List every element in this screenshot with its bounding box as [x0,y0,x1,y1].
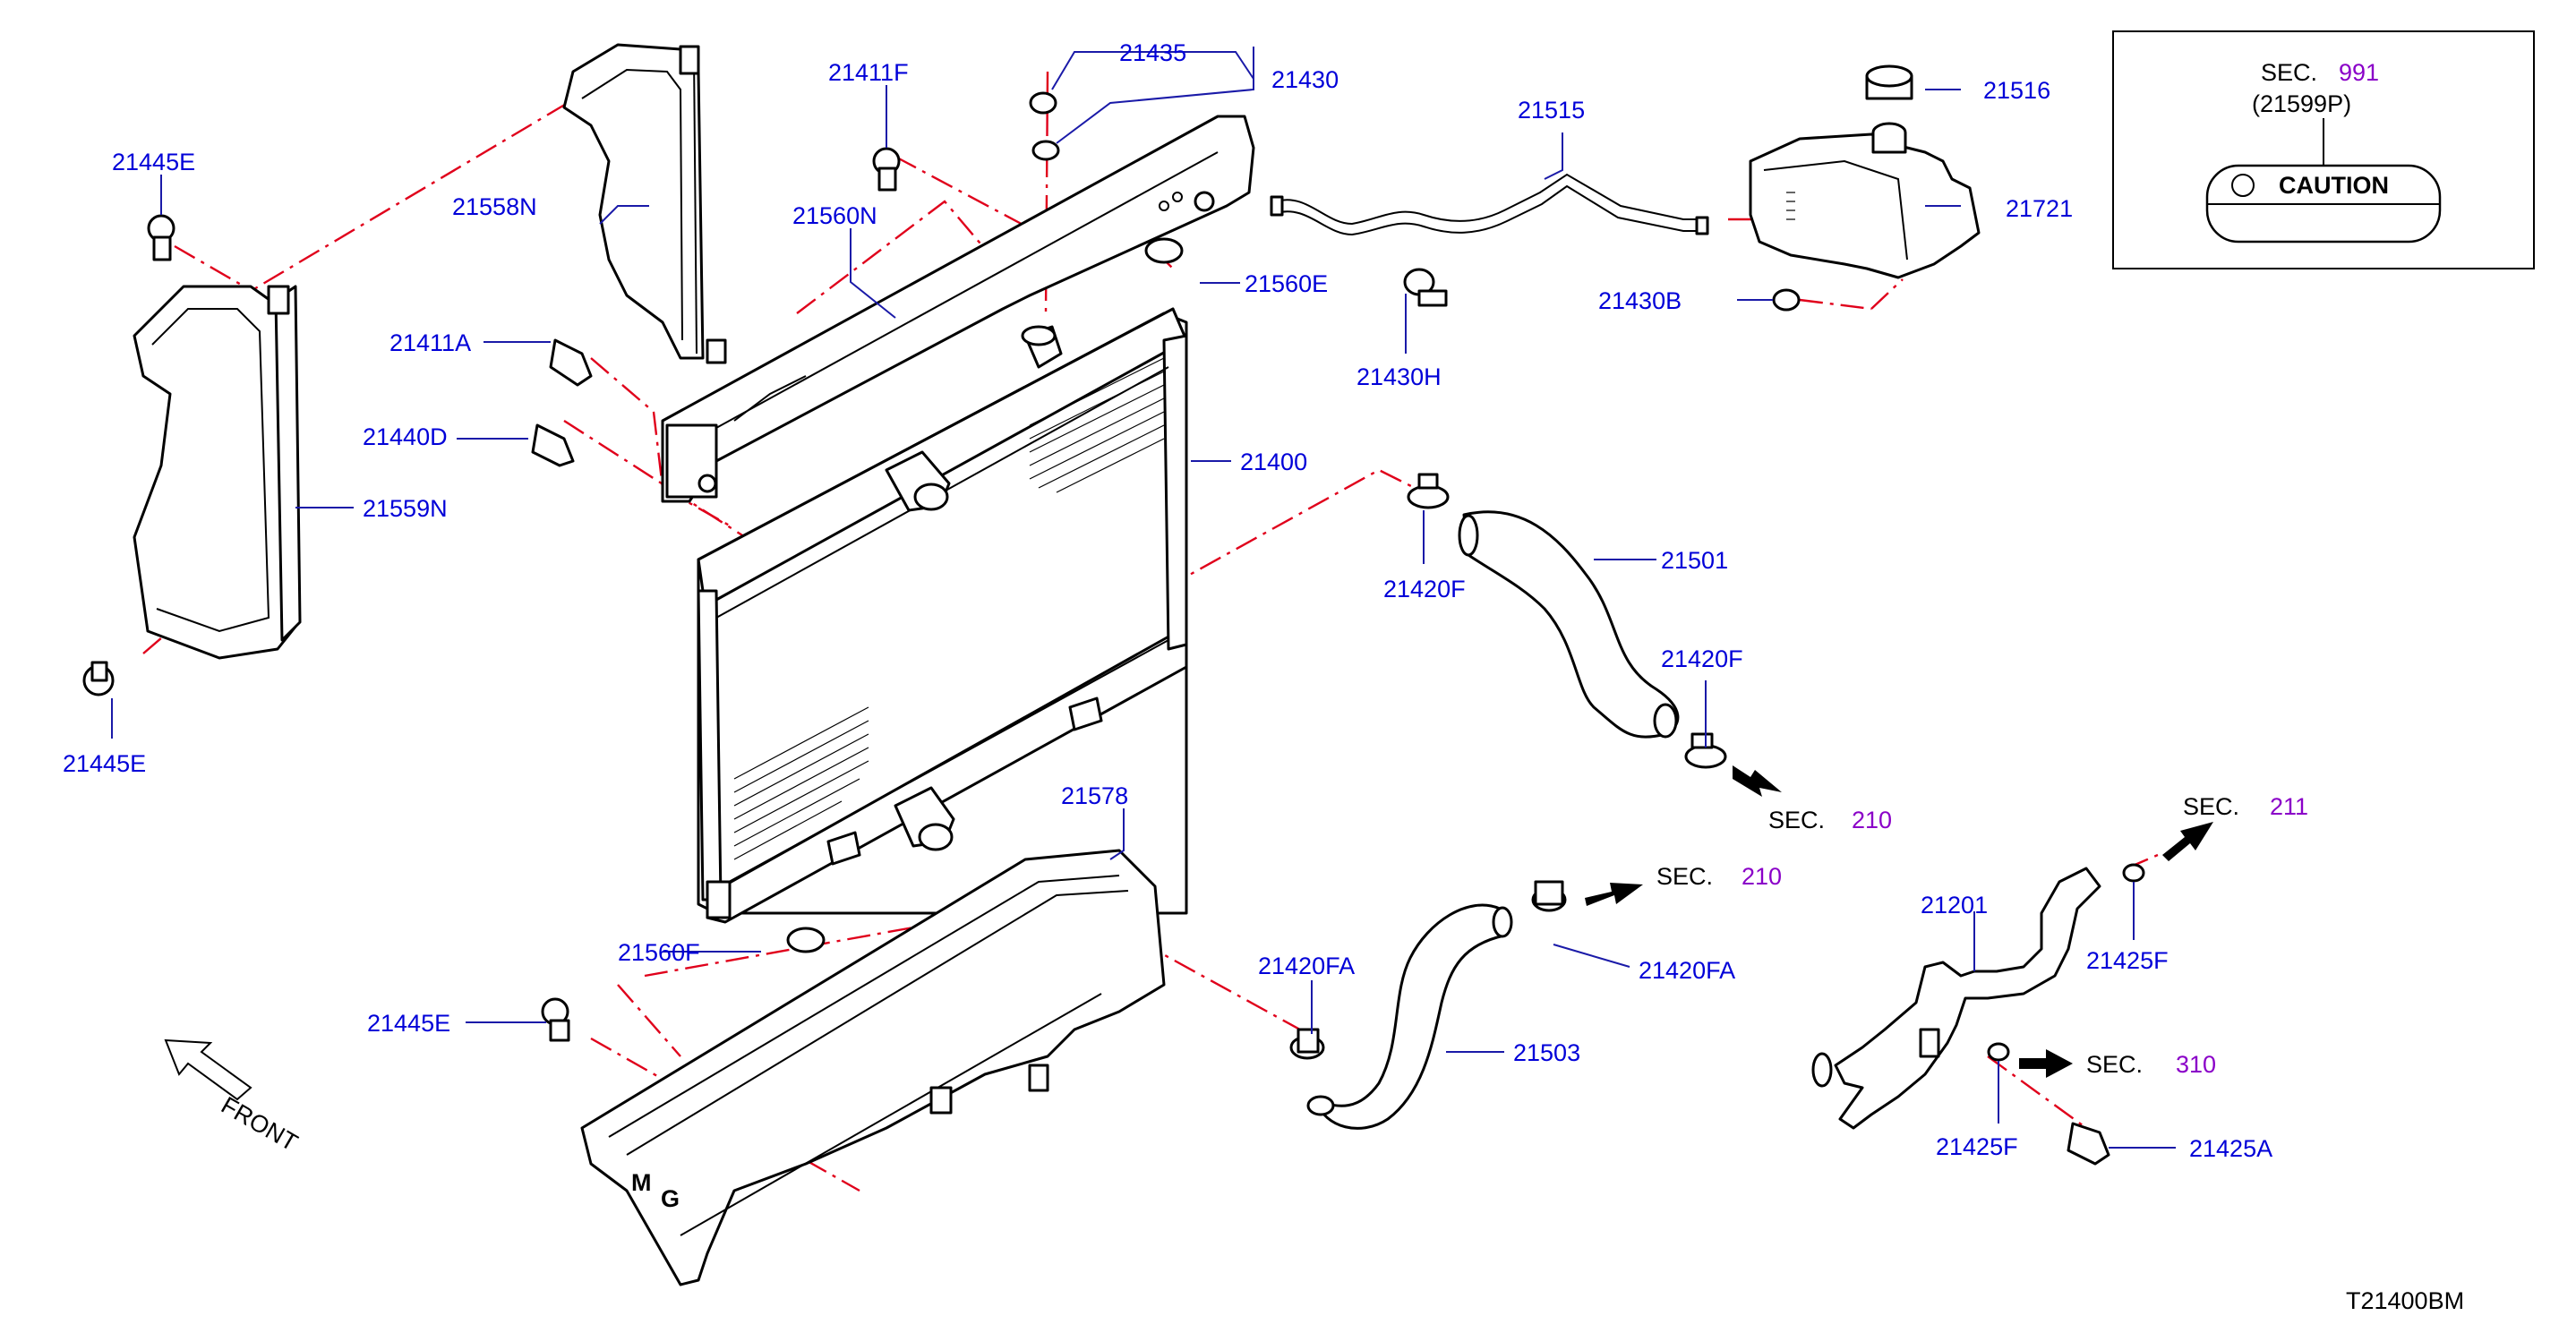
grommet-21560f [786,927,826,953]
heater-hose-21201 [1811,867,2101,1130]
clip-stem [152,235,172,261]
seal-21435 [1029,91,1057,115]
arrow-icon [1585,883,1643,906]
label-21560n: 21560N [792,202,877,229]
label-21578: 21578 [1061,782,1128,809]
caution-sec-prefix: SEC. [2261,59,2317,86]
label-21435: 21435 [1119,39,1186,66]
nut-21430b [1772,288,1801,312]
label-21411f: 21411F [828,59,909,86]
leader-lines [111,47,2176,1149]
section-arrows [1585,765,2213,1078]
bolt-21411a [549,338,593,387]
label-21420f-right: 21420F [1661,645,1743,672]
caution-sec-number: 991 [2339,59,2379,86]
sec-ref-prefix: SEC. [2086,1051,2143,1078]
grommet-21430 [1031,140,1060,161]
upper-hose-21501 [1458,510,1680,739]
caution-inset: SEC. 991 (21599P) CAUTION [2112,30,2535,269]
grommet-21560e [1144,237,1184,264]
lower-hose-21503 [1306,903,1513,1130]
sec-ref-prefix: SEC. [1768,807,1825,833]
clip-stem [90,661,108,682]
sec-ref-number: 211 [2270,793,2308,820]
label-21721: 21721 [2006,195,2073,222]
section-references: SEC. 210 SEC. 210 SEC. 211 SEC. 310 [1656,793,2308,1078]
lower-shroud-21578: M G [580,849,1166,1286]
label-21425f-lower: 21425F [1936,1133,2018,1160]
radiator-21400 [697,307,1188,924]
stamp-g: G [661,1185,680,1212]
caution-part-ref: (21599P) [2252,90,2351,117]
clip-stem [877,167,897,192]
clamp-21420f-lower [1684,744,1727,769]
clamp-tab [1534,880,1564,906]
label-21445e-left: 21445E [63,750,146,777]
label-21425a: 21425A [2189,1135,2272,1162]
label-21503: 21503 [1513,1039,1580,1066]
label-21425f-upper: 21425F [2086,947,2169,974]
front-indicator: FRONT [164,1038,303,1157]
sec-ref-number: 310 [2176,1051,2216,1078]
label-21445e-bottom: 21445E [367,1010,450,1037]
shroud-upper-21558n [562,43,727,364]
caution-text: CAUTION [2279,172,2389,199]
label-21430h: 21430H [1356,363,1442,390]
clamp-21420f-upper [1407,484,1450,509]
part-labels: 21445E 21558N 21411F 21435 21430 21560N … [63,39,2272,1162]
label-21420f-left: 21420F [1383,576,1466,602]
label-21558n: 21558N [452,193,537,220]
label-21420fa-right: 21420FA [1639,957,1735,984]
label-21516: 21516 [1983,77,2050,104]
arrow-icon [2019,1049,2073,1078]
clamp-tab [1417,289,1448,307]
sec-ref-prefix: SEC. [1656,863,1713,890]
stamp-m: M [631,1169,652,1196]
reservoir-marks [1786,192,1795,220]
front-label: FRONT [217,1091,303,1156]
fasteners [82,91,2110,1166]
sec-ref-prefix: SEC. [2183,793,2239,820]
label-21559n: 21559N [363,495,448,522]
label-21420fa-left: 21420FA [1258,953,1355,979]
sec-ref-number: 210 [1742,863,1782,890]
clamp-tab [1417,473,1439,490]
label-21515: 21515 [1518,97,1585,124]
label-21430b: 21430B [1598,287,1682,314]
clip-stem [549,1019,570,1042]
reservoir-hose-21515 [1270,173,1709,236]
label-21201: 21201 [1921,892,1988,919]
reservoir-cap-21516 [1865,64,1913,100]
reservoir-tank-21721 [1749,122,1981,279]
clamps [1289,268,2145,1062]
clamp-tab [1297,1028,1320,1054]
label-21560f: 21560F [618,939,700,966]
label-21445e-top: 21445E [112,149,195,175]
caution-cap-icon [2231,174,2255,197]
radiator-core-hatching [733,357,1165,860]
bolt-21425a [2067,1122,2110,1166]
arrow-icon [1733,765,1782,797]
clamp-tab [1690,732,1714,749]
clamp-21425f-lower [1987,1042,2010,1062]
upper-bracket-21560n [661,115,1255,503]
label-21411a: 21411A [389,329,471,356]
label-21560e: 21560E [1245,270,1328,297]
label-21430: 21430 [1271,66,1339,93]
front-arrow-icon [164,1038,252,1101]
label-21440d: 21440D [363,423,448,450]
label-21400: 21400 [1240,449,1307,475]
clamp-21425f-upper [2122,863,2145,883]
arrow-icon [2162,822,2213,861]
bolt-21440d [531,423,575,467]
label-21501: 21501 [1661,547,1728,574]
shroud-side-21559n [133,285,302,660]
diagram-code: T21400BM [2346,1287,2464,1314]
sec-ref-number: 210 [1852,807,1892,833]
